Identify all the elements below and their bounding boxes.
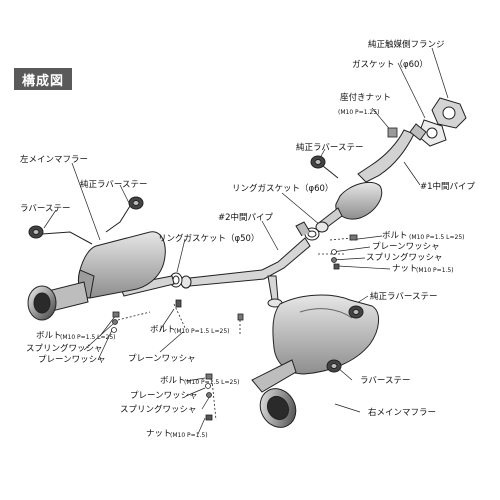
plain-washer-lower-label: プレーンワッシャ [130,391,198,401]
flange-nut-part [387,127,398,138]
pipe1-label: #1中間パイプ [420,182,476,192]
left-muffler-label: 左メインマフラー [20,155,89,165]
left-fastener-set [111,299,187,333]
right-fastener-set [318,234,358,270]
bolt-right-spec: (M10 P=1.5 L=25) [409,234,465,241]
bolt-center-label: ボルト [150,325,176,335]
left-muffler-part [27,231,175,321]
spring-washer-lower-label: スプリングワッシャ [120,405,197,415]
nut-right-spec: (M10 P=1.5) [416,267,454,274]
spring-washer-left-label: スプリングワッシャ [26,344,103,354]
stock-rubber-stay-top-part [310,155,339,179]
bolt-left-spec: (M10 P=1.5 L=25) [60,334,116,341]
stock-flange-label: 純正触媒側フランジ [368,40,445,50]
flange-nut-label: 座付きナット [340,93,392,103]
bolt-lower-spec: (M10 P=1.5 L=25) [184,379,240,386]
rubber-stay-left-label: ラバーステー [20,204,71,214]
stock-rubber-stay-left-label: 純正ラバーステー [80,180,148,190]
lower-fastener-set [205,313,244,421]
stock-rubber-stay-right-part [348,305,364,319]
bolt-center-spec: (M10 P=1.5 L=25) [174,328,230,335]
stock-rubber-stay-top-label: 純正ラバーステー [296,143,364,153]
ring-gasket-50-label: リングガスケット（φ50） [158,234,260,244]
right-muffler-label: 右メインマフラー [368,408,437,418]
pipe1-part [315,123,427,233]
spring-washer-right-label: スプリングワッシャ [366,253,443,263]
rubber-stay-right-part [326,359,342,373]
flange-nut-spec: (M10 P=1.25) [338,109,380,116]
pipe2-label: #2中間パイプ [218,213,274,223]
gasket-60-part [417,119,447,147]
nut-lower-label: ナット [146,429,172,439]
plain-washer-right-label: プレーンワッシャ [372,242,440,252]
stock-flange-part [431,97,467,129]
stock-rubber-stay-left-part [105,196,144,233]
bolt-lower-label: ボルト [160,376,186,386]
bolt-left-label: ボルト [36,331,62,341]
rubber-stay-left-part [28,225,93,245]
rubber-stay-right-label: ラバーステー [360,376,411,386]
nut-lower-spec: (M10 P=1.5) [170,432,208,439]
pipe2-part [180,221,311,308]
nut-right-label: ナット [392,264,418,274]
ring-gasket-60-label: リングガスケット（φ60） [232,184,334,194]
gasket-60-label: ガスケット（φ60） [352,60,428,70]
stock-rubber-stay-right-label: 純正ラバーステー [370,292,438,302]
plain-washer-center-label: プレーンワッシャ [128,354,196,364]
page-title: 構成図 [14,68,72,90]
plain-washer-left-label: プレーンワッシャ [38,355,106,365]
leader-lines [43,47,449,435]
bolt-right-label: ボルト [382,231,408,241]
